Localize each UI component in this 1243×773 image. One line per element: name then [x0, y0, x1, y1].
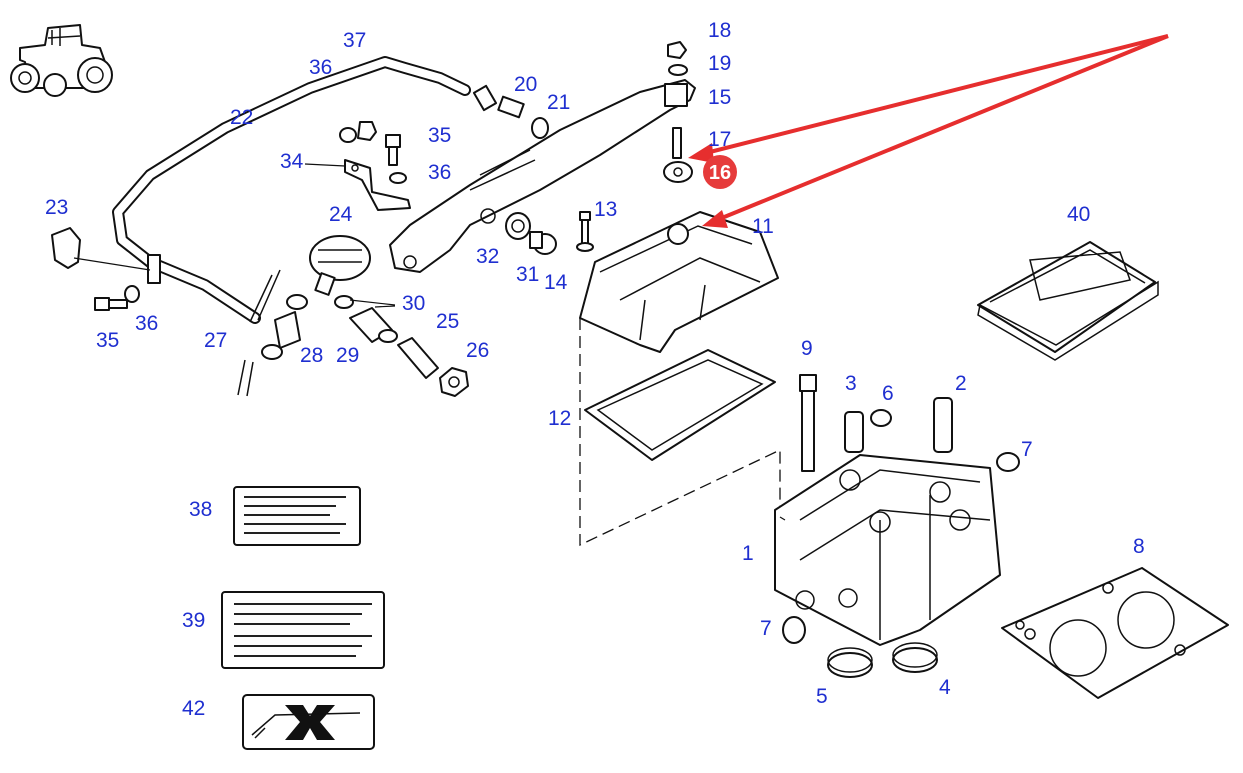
washer-19: [668, 64, 688, 76]
cylinder-head-1: [774, 454, 1001, 646]
callout-17: 17: [708, 128, 731, 151]
tractor-icon: [10, 24, 113, 97]
callout-13: 13: [594, 198, 617, 221]
pipe-25: [397, 337, 439, 379]
washer-36-top: [339, 121, 377, 143]
bolt-35-lower: [94, 285, 140, 311]
callout-11: 11: [752, 215, 774, 238]
callout-34: 34: [280, 150, 304, 173]
callout-7-b: 7: [760, 617, 772, 640]
label-39-plate: [221, 591, 385, 669]
callout-12: 12: [548, 407, 571, 430]
callout-38: 38: [189, 498, 212, 521]
nut-18: [667, 41, 687, 59]
callout-9: 9: [801, 337, 813, 360]
gasket-12: [584, 349, 776, 461]
callout-40: 40: [1067, 203, 1090, 226]
callout-35-b: 35: [96, 329, 119, 352]
callout-15: 15: [708, 86, 731, 109]
callout-42: 42: [182, 697, 205, 720]
bolt-9: [799, 374, 817, 472]
sleeve-3: [844, 411, 864, 453]
callout-36-b: 36: [428, 161, 451, 184]
fuel-pipe-22: [112, 56, 471, 324]
screw-13: [576, 211, 594, 252]
hose-27: [237, 269, 301, 397]
callout-25: 25: [436, 310, 459, 333]
washer-32: [505, 212, 531, 240]
callout-6: 6: [882, 382, 894, 405]
stud-17: [672, 127, 682, 159]
breather-24: [309, 235, 371, 296]
sleeve-2: [933, 397, 953, 453]
plug-7-side: [782, 616, 806, 644]
gasket-kit-40: [977, 241, 1159, 361]
head-gasket-8: [1001, 567, 1229, 699]
callout-39: 39: [182, 609, 205, 632]
highlight-badge: 16: [703, 155, 737, 189]
callout-19: 19: [708, 52, 731, 75]
callout-36-c: 36: [135, 312, 158, 335]
callout-18: 18: [708, 19, 731, 42]
callout-23: 23: [45, 196, 68, 219]
callout-14: 14: [544, 271, 568, 294]
callout-4: 4: [939, 676, 951, 699]
clamp-28: [261, 294, 308, 360]
plug-31: [529, 231, 557, 255]
label-42-plate: [242, 694, 375, 750]
callout-5: 5: [816, 685, 828, 708]
callouts: 37 36 22 35 34 36 20 21 18 19 15 17 23 2…: [45, 19, 1145, 720]
callout-7-a: 7: [1021, 438, 1033, 461]
valve-seat-5: [827, 647, 873, 678]
callout-36-a: 36: [309, 56, 332, 79]
label-38-plate: [233, 486, 361, 546]
clip-23: [51, 227, 161, 284]
valve-cover-11: [579, 211, 779, 353]
callout-3: 3: [845, 372, 857, 395]
callout-35-a: 35: [428, 124, 451, 147]
callout-26: 26: [466, 339, 489, 362]
callout-8: 8: [1133, 535, 1145, 558]
hose-29: [334, 295, 398, 343]
callout-22: 22: [230, 106, 253, 129]
plug-7-top: [996, 452, 1020, 472]
callout-21: 21: [547, 91, 570, 114]
assembly-dash-line: [579, 318, 781, 547]
bracket-34: [344, 159, 411, 211]
leader-lines: [73, 163, 786, 521]
valve-seat-4: [892, 642, 938, 673]
callout-32: 32: [476, 245, 499, 268]
injector-line-bracket: [389, 79, 696, 273]
highlight-arrows: [688, 34, 1169, 228]
callout-37: 37: [343, 29, 366, 52]
highlight-badge-label: 16: [709, 162, 731, 184]
nut-26: [439, 367, 469, 397]
callout-2: 2: [955, 372, 967, 395]
bolt-35-upper: [385, 134, 407, 184]
callout-31: 31: [516, 263, 539, 286]
callout-30: 30: [402, 292, 425, 315]
callout-1: 1: [742, 542, 754, 565]
seal-6: [870, 409, 892, 427]
callout-29: 29: [336, 344, 359, 367]
callout-28: 28: [300, 344, 323, 367]
callout-20: 20: [514, 73, 537, 96]
callout-27: 27: [204, 329, 227, 352]
spacer-16: [663, 161, 693, 183]
banjo-fitting-20: [472, 84, 549, 139]
callout-24: 24: [329, 203, 353, 226]
